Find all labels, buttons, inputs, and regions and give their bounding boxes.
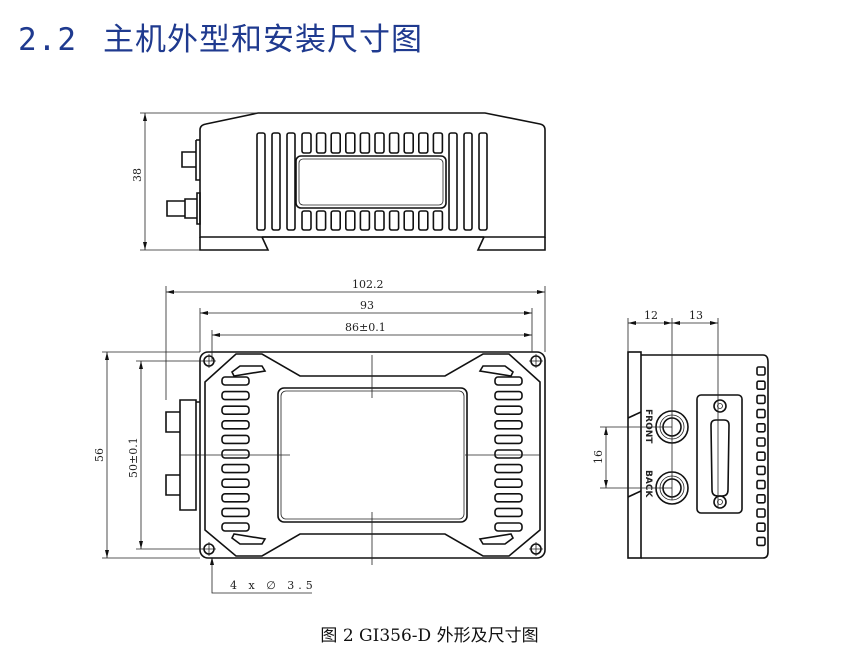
vent-slot: [756, 408, 766, 419]
vent-slot: [494, 449, 523, 459]
vent-slot: [221, 507, 250, 518]
vent-slot: [494, 405, 523, 416]
body-width-dim: 93: [360, 299, 374, 312]
vent-slot: [221, 390, 250, 401]
side-view: FRONT BACK 12 13 16: [592, 309, 769, 559]
vent-slot: [494, 434, 523, 445]
vent-slot: [330, 132, 342, 154]
vent-slot: [221, 522, 250, 532]
vent-slot: [494, 507, 523, 518]
vent-slot: [374, 132, 385, 154]
vent-slot: [221, 492, 250, 503]
hole-note: 4 x ∅ 3.5: [230, 579, 317, 592]
vent-slot: [448, 132, 458, 231]
vent-slot: [494, 478, 523, 489]
vent-slot: [463, 132, 473, 231]
vent-slot: [330, 210, 342, 231]
vent-slot: [221, 419, 250, 430]
vent-slot: [494, 419, 523, 430]
vent-slot: [359, 210, 371, 231]
vent-slot: [756, 437, 766, 447]
vent-slot: [256, 132, 266, 231]
vent-slot: [432, 132, 444, 154]
vent-slot: [388, 210, 400, 231]
section-number: 2.2: [18, 22, 77, 58]
vent-slot: [221, 405, 250, 416]
front-view: 102.2 93 86±0.1 56 50±0.1 4 x ∅ 3.5: [93, 278, 546, 594]
hole-spacing-y-dim: 50±0.1: [127, 437, 140, 478]
connector-spacing-dim: 16: [592, 450, 605, 464]
vent-slot: [388, 132, 400, 154]
vent-slot: [315, 210, 327, 231]
vent-slot: [344, 210, 356, 231]
vent-slot: [359, 132, 371, 154]
vent-slot: [221, 449, 250, 459]
vent-slot: [494, 522, 523, 532]
overall-width-dim: 102.2: [352, 278, 384, 291]
figure-caption: 图 2 GI356-D 外形及尺寸图: [320, 626, 539, 646]
vent-slot: [756, 536, 766, 547]
vent-slot: [417, 210, 429, 231]
vent-slot: [417, 132, 429, 154]
vent-slot: [403, 210, 415, 231]
hole-spacing-x-dim: 86±0.1: [345, 321, 386, 334]
vent-slot: [221, 478, 250, 489]
height-dim: 56: [93, 448, 106, 462]
top-view: 38: [131, 112, 546, 251]
vent-slot: [271, 132, 281, 231]
section-title: 主机外型和安装尺寸图: [103, 22, 423, 58]
vent-slot: [756, 394, 766, 405]
vent-slot: [374, 210, 385, 231]
vent-slot: [494, 376, 523, 386]
vent-slot: [756, 479, 766, 490]
vent-slot: [301, 132, 312, 154]
section-heading: 2.2 主机外型和安装尺寸图: [18, 14, 423, 59]
vent-slot: [494, 463, 523, 474]
vent-slot: [221, 376, 250, 386]
vent-slot: [315, 132, 327, 154]
vent-slot: [286, 132, 296, 231]
vent-slot: [344, 132, 356, 154]
vent-slot: [221, 434, 250, 445]
vent-slot: [756, 422, 766, 433]
side-dim-a: 12: [644, 309, 658, 322]
vent-slot: [756, 380, 766, 391]
vent-slot: [756, 508, 766, 518]
back-connector-label: BACK: [643, 470, 653, 498]
top-height-dim: 38: [131, 168, 144, 182]
vent-slot: [221, 463, 250, 474]
side-dim-b: 13: [689, 309, 703, 322]
vent-slot: [756, 493, 766, 504]
vent-slot: [301, 210, 312, 231]
vent-slot: [494, 390, 523, 401]
vent-slot: [756, 522, 766, 533]
vent-slot: [756, 366, 766, 376]
vent-slot: [494, 492, 523, 503]
vent-slot: [403, 132, 415, 154]
vent-slot: [478, 132, 488, 231]
vent-slot: [432, 210, 444, 231]
vent-slot: [756, 451, 766, 462]
vent-slot: [756, 465, 766, 476]
